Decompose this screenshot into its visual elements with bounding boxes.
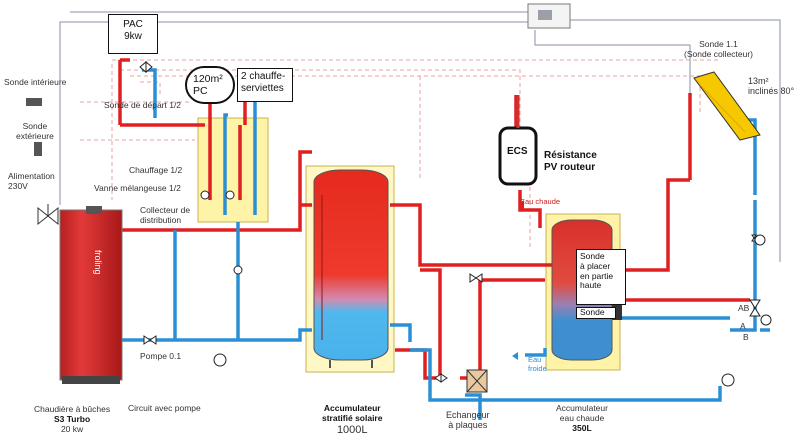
controller-display: [538, 10, 552, 20]
ballon-caption-line1: Accumulateur: [556, 403, 608, 413]
outdoor-sensor-line2: extérieure: [16, 130, 54, 141]
accumulator-caption: Accumulateur stratifié solaire 1000L: [322, 403, 383, 436]
boiler: froling: [59, 206, 123, 384]
accumulator-caption-line1: Accumulateur: [323, 403, 381, 413]
solar-area-line2: inclinés 80°: [748, 86, 795, 97]
pc-area: 120m²: [193, 73, 223, 85]
ballon-sensor-label: Sonde: [580, 307, 605, 317]
collector-sensor-line1: Sonde 1.1: [699, 39, 738, 49]
outdoor-sensor: [34, 142, 42, 156]
accumulator-capacity: 1000L: [336, 423, 368, 436]
manifold-line2: distribution: [140, 214, 182, 225]
towel-heaters-box: 2 chauffe- serviettes: [237, 68, 293, 102]
ballon-capacity: 350L: [572, 422, 592, 433]
valves: [139, 60, 772, 387]
accumulator-tank: [313, 169, 389, 368]
outdoor-sensor-label: Sonde extérieure: [16, 121, 54, 142]
exchanger-caption: Echangeur à plaques: [446, 410, 490, 431]
thermostatic-valve: [37, 204, 59, 226]
indoor-sensor-label: Sonde intérieure: [4, 77, 67, 87]
boiler-caption-line3: 20 kw: [60, 424, 84, 435]
pac-label: PAC: [123, 19, 143, 30]
boiler-caption-line2: S3 Turbo: [53, 414, 91, 425]
indoor-sensor: [26, 98, 42, 106]
power-supply-line2: 230V: [8, 180, 28, 191]
mixing-valve-label: Vanne mélangeuse 1/2: [94, 183, 181, 193]
valve-port-ab: AB: [738, 303, 750, 313]
solar-area-label: 13m² inclinés 80°: [748, 76, 794, 97]
plate-exchanger: [466, 369, 488, 393]
hot-water-label: Eau chaude: [520, 197, 561, 206]
resistance-label: Résistance PV routeur: [544, 150, 597, 173]
ballon-caption: Accumulateur eau chaude 350L: [556, 403, 608, 433]
valve-port-b: B: [743, 332, 749, 342]
accumulator-caption-line2: stratifié solaire: [322, 412, 383, 423]
ecs-label: ECS: [507, 146, 528, 157]
pac-box: PAC 9kw: [108, 14, 158, 54]
solar-area-line1: 13m²: [748, 76, 769, 86]
boiler-caption-line1: Chaudière à bûches: [34, 404, 111, 414]
flow-arrows: [512, 200, 524, 360]
manifold-line1: Collecteur de: [140, 205, 191, 215]
ballon-sensor-box: Sonde: [576, 307, 616, 319]
sensor-note-line3: en partie: [580, 270, 614, 281]
manifold-label: Collecteur de distribution: [140, 205, 191, 226]
outdoor-sensor-line1: Sonde: [22, 121, 48, 131]
ballon-caption-line2: eau chaude: [559, 412, 605, 423]
heating-circuit-label: Chauffage 1/2: [129, 165, 183, 175]
pac-power: 9kw: [124, 30, 142, 42]
collector-sensor-line2: (Sonde collecteur): [684, 48, 753, 59]
cold-water-line2: froide: [528, 363, 547, 373]
pump-label: Pompe 0.1: [140, 351, 182, 361]
exchanger-caption-line1: Echangeur: [446, 410, 490, 420]
power-supply-label: Alimentation 230V: [8, 171, 55, 192]
pc-label: PC: [193, 85, 208, 98]
solar-panel: [693, 71, 761, 141]
sensor-note-line1: Sonde: [580, 251, 605, 261]
towel-heaters-line1: 2 chauffe-: [241, 71, 286, 82]
resistance-line1: Résistance: [544, 150, 597, 161]
cold-water-line1: Eau: [528, 355, 542, 364]
power-supply-line1: Alimentation: [8, 171, 55, 181]
exchanger-caption-line2: à plaques: [448, 420, 488, 431]
control-wires: [59, 11, 781, 262]
sensor-note-line4: haute: [580, 280, 602, 291]
sensor-note-line2: à placer: [580, 260, 611, 271]
pc-circle: 120m² PC: [185, 66, 235, 104]
cold-water-label: Eau froide: [528, 355, 547, 373]
collector-sensor-label: Sonde 1.1 (Sonde collecteur): [684, 39, 753, 60]
ecs-resistance-device: [498, 95, 538, 186]
towel-heaters-line2: serviettes: [241, 82, 284, 94]
sensor-note-box: Sonde à placer en partie haute: [576, 249, 626, 305]
pump-circuit-label: Circuit avec pompe: [128, 403, 201, 413]
valve-port-a: A: [740, 321, 746, 331]
boiler-caption: Chaudière à bûches S3 Turbo 20 kw: [34, 404, 110, 435]
boiler-brand: froling: [93, 250, 103, 275]
resistance-line2: PV routeur: [544, 161, 596, 173]
flow-sensor-label: Sonde de départ 1/2: [104, 100, 182, 110]
